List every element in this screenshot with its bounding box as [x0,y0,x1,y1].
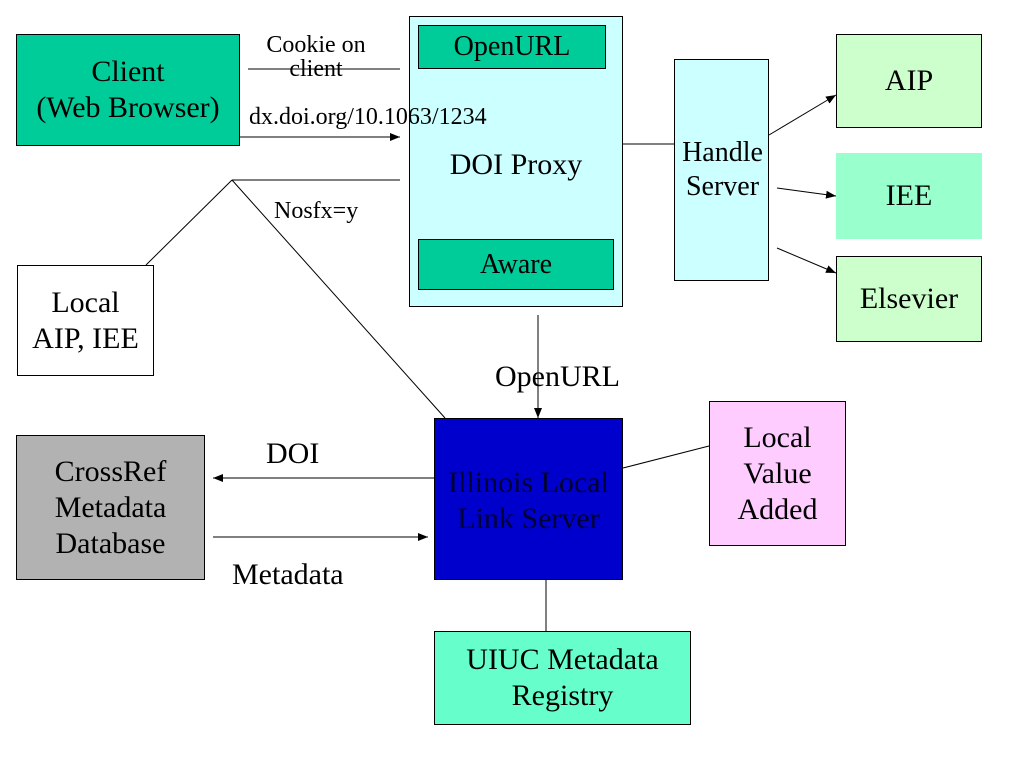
aip-label: AIP [884,64,934,97]
handle-server-label: Handle Server [682,137,763,202]
local-value-added-label: Local Value Added [737,420,818,526]
handle-elsevier-arrow [776,247,837,274]
illinois-branch-line [231,179,446,419]
aware-subbox: Aware [418,239,614,290]
local-aip-branch-line [145,179,233,266]
local-aip-iee-label: Local AIP, IEE [32,285,139,355]
elsevier-label: Elsevier [859,282,959,315]
doi-proxy-label: DOI Proxy [449,148,583,181]
openurl-edge-label: OpenURL [495,360,620,393]
elsevier-node: Elsevier [836,256,982,342]
openurl-subbox-label: OpenURL [453,31,571,63]
uiuc-registry-label: UIUC Metadata Registry [466,643,659,712]
client-label: Client (Web Browser) [36,55,220,124]
illinois-label: Illinois Local Link Server [448,466,609,535]
iee-label: IEE [885,179,933,212]
aware-subbox-label: Aware [479,248,553,280]
local-aip-iee-node: Local AIP, IEE [17,265,154,376]
handle-iee-arrow [776,187,837,199]
cookie-edge-label: Cookie on client [266,32,366,82]
iee-node: IEE [836,153,982,239]
crossref-label: CrossRef Metadata Database [54,454,167,560]
doi-edge-label: DOI [266,437,320,470]
handle-aip-arrow [768,94,837,136]
doi-url-edge-label: dx.doi.org/10.1063/1234 [249,104,487,130]
client-node: Client (Web Browser) [16,34,240,146]
local-value-added-node: Local Value Added [709,401,846,546]
openurl-subbox: OpenURL [418,25,606,69]
uiuc-registry-node: UIUC Metadata Registry [434,631,691,725]
illinois-node: Illinois Local Link Server [434,418,623,580]
nosfx-edge-label: Nosfx=y [274,198,359,224]
handle-server-node: Handle Server [674,59,769,281]
crossref-node: CrossRef Metadata Database [16,435,205,580]
aip-node: AIP [836,34,982,128]
illinois-valueadded-line [622,445,710,469]
metadata-edge-label: Metadata [232,558,344,591]
